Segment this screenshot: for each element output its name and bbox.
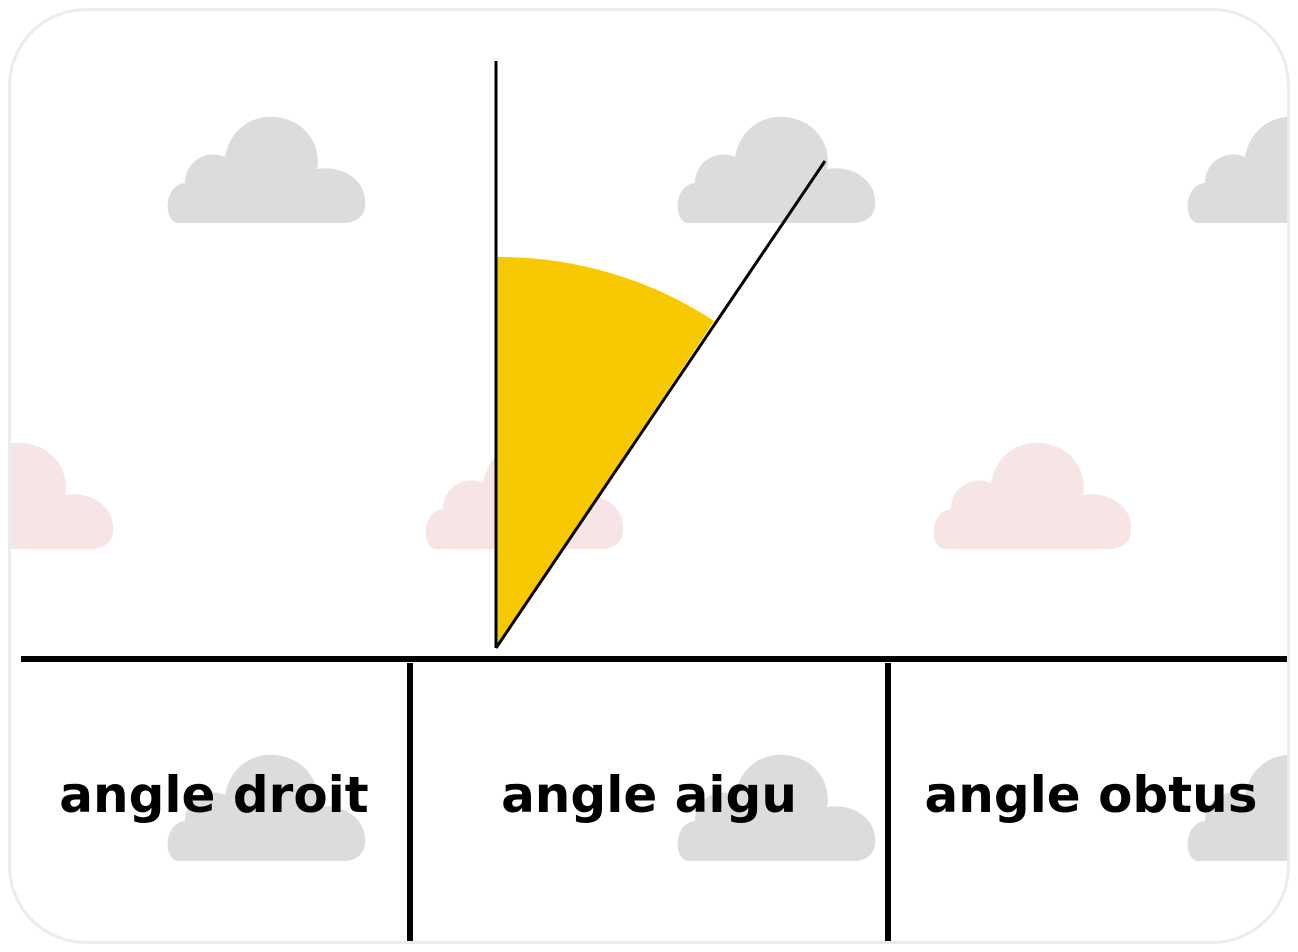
grey-cloud-icon: [677, 116, 876, 223]
grey-cloud-icon: [1187, 117, 1287, 223]
angle-arc-fill: [496, 256, 714, 648]
angle-quiz-card: angle droit angle aigu angle obtus: [8, 8, 1290, 944]
grey-cloud-icon: [1187, 755, 1287, 861]
answer-option-obtuse-angle[interactable]: angle obtus: [891, 663, 1287, 941]
divider-horizontal: [21, 656, 1287, 662]
slanted-ray: [494, 160, 827, 649]
answer-option-acute-angle[interactable]: angle aigu: [413, 663, 885, 941]
acute-angle-figure: [494, 61, 827, 649]
option-label: angle droit: [59, 766, 369, 824]
divider-vertical: [407, 663, 413, 941]
pink-cloud-icon: [11, 442, 114, 549]
pink-cloud-icon: [933, 442, 1132, 549]
grey-cloud-icon: [677, 754, 876, 861]
grey-cloud-icon: [167, 116, 366, 223]
answer-option-right-angle[interactable]: angle droit: [21, 663, 407, 941]
divider-vertical: [885, 663, 891, 941]
option-label: angle obtus: [924, 766, 1258, 824]
option-label: angle aigu: [501, 766, 797, 824]
grey-cloud-icon: [167, 754, 366, 861]
